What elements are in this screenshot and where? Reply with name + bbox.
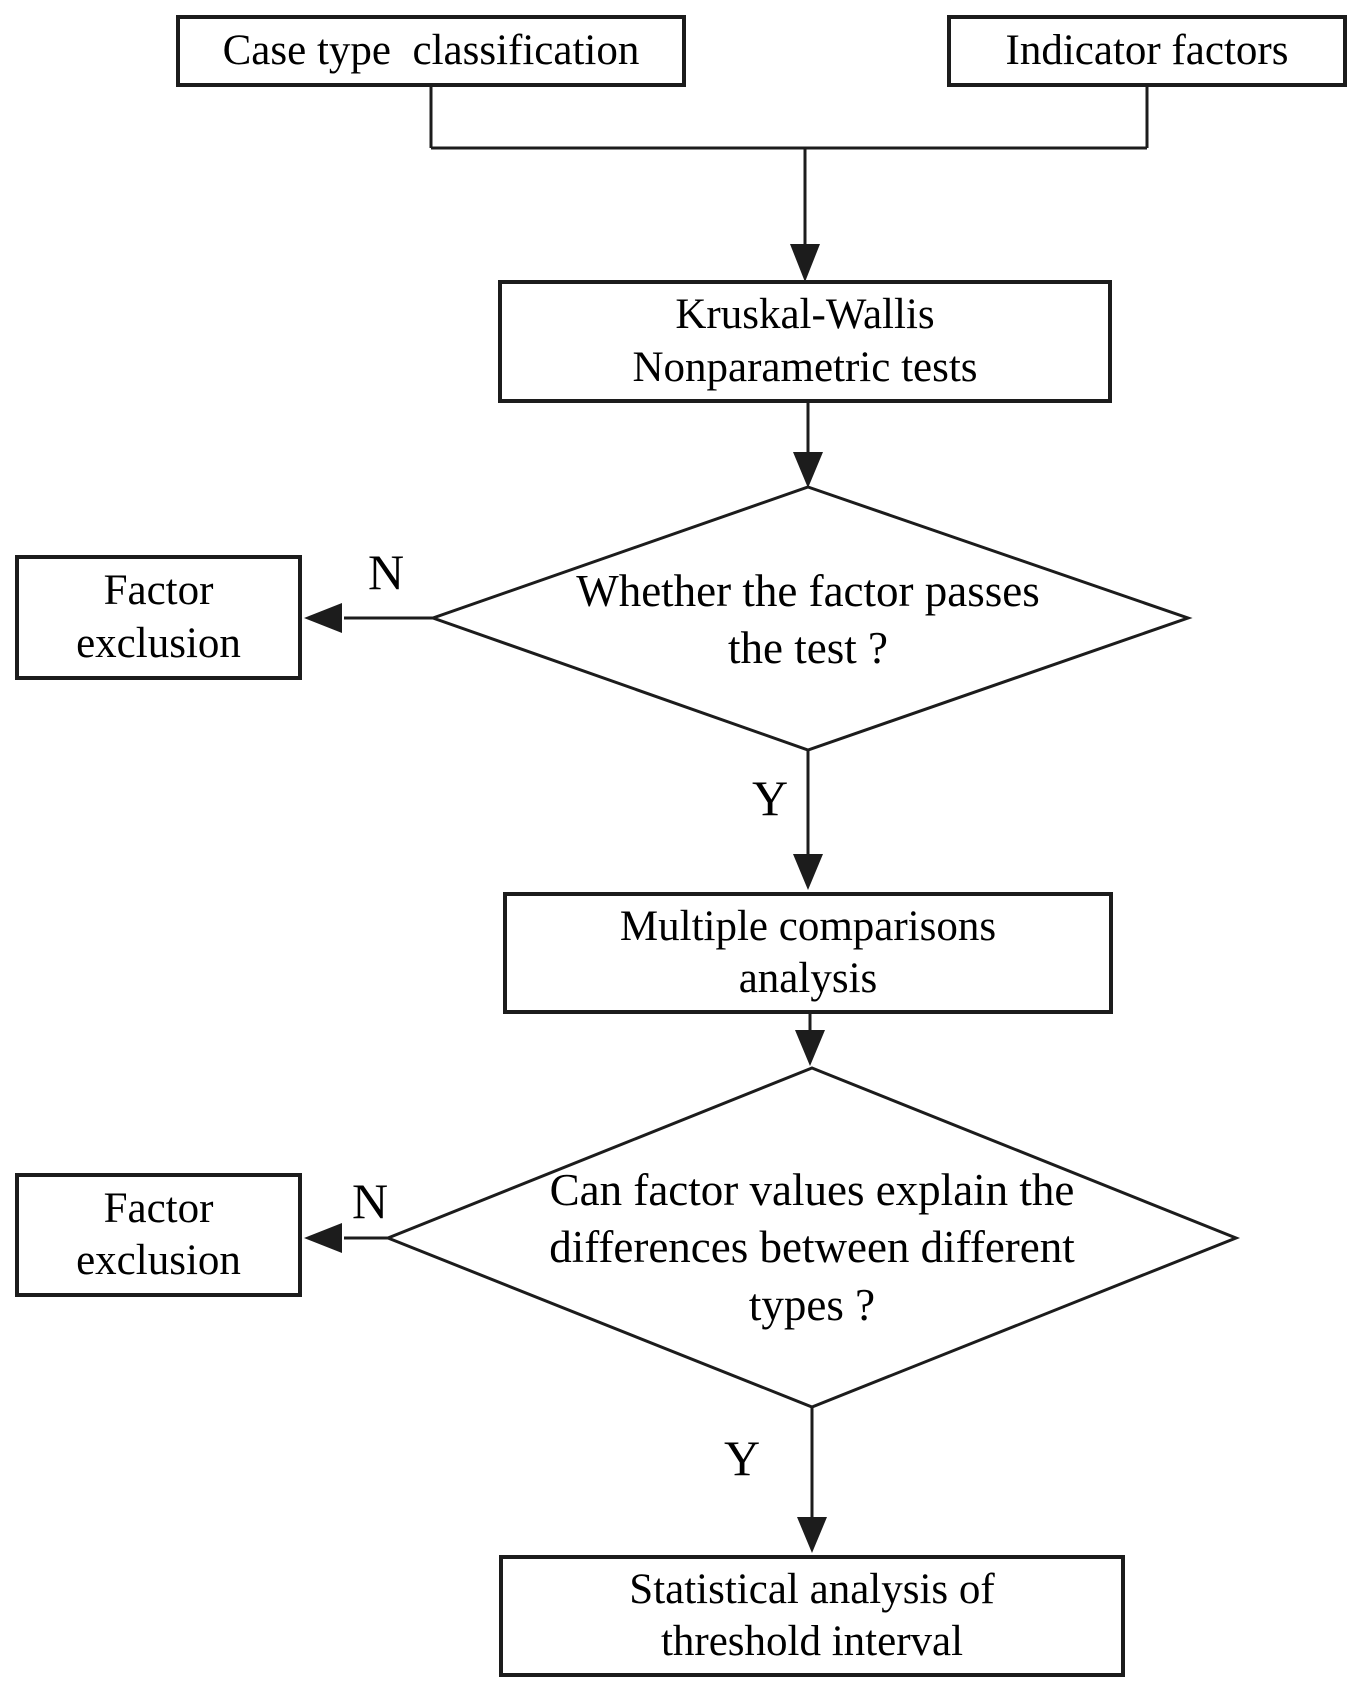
node-indicator-factors-label: Indicator factors: [1005, 26, 1289, 74]
arrowhead-into-exclusion2: [304, 1223, 342, 1253]
node-statistical-analysis-line2: threshold interval: [660, 1618, 964, 1665]
arrowhead-into-multiple: [793, 854, 823, 890]
node-factor-exclusion-2-line1: Factor: [103, 1184, 214, 1232]
node-kruskal-wallis-tests: Kruskal-Wallis Nonparametric tests: [498, 280, 1112, 403]
node-kruskal-line1: Kruskal-Wallis: [675, 291, 935, 339]
arrowhead-into-statistical: [797, 1517, 827, 1553]
node-factor-exclusion-1-line2: exclusion: [76, 619, 241, 667]
arrowhead-into-kruskal: [790, 244, 820, 282]
edge-label-y1: Y: [751, 770, 789, 826]
node-factor-exclusion-1: Factor exclusion: [15, 555, 302, 680]
decision1-diamond-shape: [428, 485, 1193, 752]
arrowhead-into-decision2: [795, 1030, 825, 1066]
node-statistical-analysis-line1: Statistical analysis of: [629, 1565, 995, 1613]
arrowhead-into-exclusion1: [304, 603, 342, 633]
decision2-diamond-shape: [383, 1066, 1241, 1409]
node-case-type-classification: Case type classification: [176, 15, 686, 87]
arrowhead-into-decision1: [793, 452, 823, 488]
node-factor-exclusion-2: Factor exclusion: [15, 1173, 302, 1297]
node-kruskal-line2: Nonparametric tests: [632, 343, 978, 391]
node-factor-exclusion-2-line2: exclusion: [76, 1237, 241, 1284]
edge-label-n1: N: [367, 544, 405, 600]
node-indicator-factors: Indicator factors: [947, 15, 1347, 87]
node-statistical-analysis: Statistical analysis of threshold interv…: [499, 1555, 1125, 1677]
node-multiple-comparisons: Multiple comparisons analysis: [503, 892, 1113, 1014]
edge-label-n2: N: [351, 1173, 389, 1229]
node-factor-exclusion-1-line1: Factor: [103, 567, 214, 615]
node-multiple-comparisons-line2: analysis: [738, 955, 878, 1002]
edge-label-y2: Y: [723, 1430, 761, 1486]
node-case-type-classification-label: Case type classification: [222, 26, 640, 74]
node-multiple-comparisons-line1: Multiple comparisons: [619, 902, 997, 950]
